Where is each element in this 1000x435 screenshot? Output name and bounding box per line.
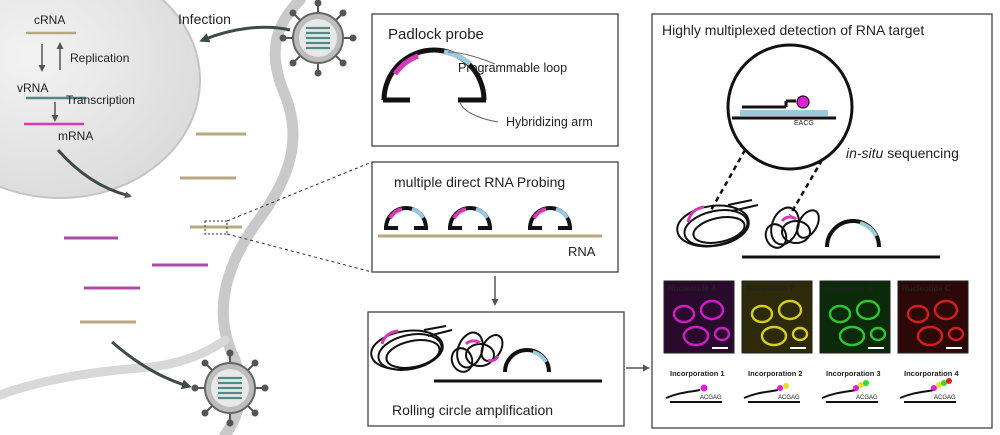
infection-label: Infection — [178, 11, 231, 27]
nucleotide-label: Nucleotide A — [668, 284, 717, 293]
zoom-region — [204, 220, 228, 235]
virus-icon — [191, 349, 269, 427]
rca-magenta-segment — [380, 329, 399, 345]
arm-pointer — [459, 101, 499, 123]
insitu-label: in-situ sequencing — [846, 145, 959, 161]
virus-bottom — [111, 340, 269, 427]
panel-frame — [371, 13, 619, 147]
infection-arrow — [199, 25, 291, 43]
cell-membrane-inner — [0, 335, 230, 400]
zoom-sequence: EACG — [794, 120, 814, 127]
probing-title: multiple direct RNA Probing — [394, 174, 565, 190]
probe — [448, 206, 492, 230]
crna-label: cRNA — [34, 13, 65, 27]
replication-scheme: cRNA Replication vRNA Transcription mRNA — [17, 13, 135, 143]
incorporation-code: ACGAG — [856, 395, 878, 401]
nucleus — [0, 0, 201, 199]
cytoplasm-rna — [64, 132, 246, 324]
zoom-line-bottom — [226, 233, 373, 273]
zoom-circle: EACG — [726, 43, 854, 171]
padlock-magenta — [392, 53, 419, 76]
nucleotide-panel: Nucleotide C — [897, 280, 969, 354]
probe — [384, 206, 428, 230]
replication-label: Replication — [70, 51, 129, 65]
programmable-loop-label: Programmable loop — [458, 61, 567, 75]
zoom-line-top — [226, 161, 373, 222]
padlock-blue — [443, 49, 472, 66]
probe — [528, 206, 572, 230]
transcription-label: Transcription — [66, 93, 135, 107]
multiplex-title: Highly multiplexed detection of RNA targ… — [662, 22, 924, 38]
incorporation-label: Incorporation 3 — [826, 369, 881, 378]
rca-panel: Rolling circle amplification — [367, 311, 625, 427]
hybridizing-arm-label: Hybridizing arm — [506, 115, 593, 129]
incorporation-code: ACGAG — [778, 395, 800, 401]
rca-product — [370, 325, 504, 373]
nucleotide-panel: Nucleotide A — [663, 280, 735, 354]
multiplex-magenta-segment — [686, 205, 705, 223]
padlock-title: Padlock probe — [388, 26, 484, 43]
multiplex-rca-product — [676, 199, 820, 249]
rca-probe-blue — [532, 350, 548, 364]
export-arrow — [56, 149, 132, 199]
padlock-panel: Padlock probe Programmable loop Hybridiz… — [371, 13, 619, 147]
multiplex-panel: Highly multiplexed detection of RNA targ… — [651, 13, 993, 429]
vrna-label: vRNA — [17, 81, 48, 95]
zoom-dash-left — [708, 149, 747, 213]
rna-label: RNA — [568, 244, 596, 259]
multiplex-probe-arc — [825, 219, 881, 248]
incorporation-label: Incorporation 4 — [904, 369, 959, 378]
nucleotide-panel: Nucleotide T — [741, 280, 813, 354]
incorporation: Incorporation 2 ACGAG — [743, 369, 803, 403]
incorporation: Incorporation 1 ACGAG — [665, 369, 725, 403]
virus-icon — [279, 0, 357, 77]
loop-pointer — [447, 51, 496, 65]
nucleotide-panels: Nucleotide A Nucleotide T Nucleotide G — [663, 280, 969, 354]
probing-panel: multiple direct RNA Probing RNA — [371, 161, 619, 273]
incorporation-code: ACGAG — [934, 395, 956, 401]
rca-magenta-segment — [487, 355, 500, 363]
incorporation-label: Incorporation 2 — [748, 369, 803, 378]
rca-probe-arc — [503, 348, 551, 373]
nucleotide-label: Nucleotide T — [746, 284, 794, 293]
mrna-label: mRNA — [58, 129, 93, 143]
multiplex-probe-blue — [859, 221, 878, 238]
multiplex-magenta-segment — [780, 215, 797, 223]
padlock-arc — [381, 47, 487, 101]
incorporation: Incorporation 4 ACGAG — [899, 369, 959, 403]
nucleotide-label: Nucleotide C — [902, 284, 951, 293]
zoom-dash-right — [788, 159, 824, 216]
incorporation-code: ACGAG — [700, 395, 722, 401]
nucleotide-panel: Nucleotide G — [819, 280, 891, 354]
incorporation-label: Incorporation 1 — [670, 369, 725, 378]
incorporations: Incorporation 1 ACGAG Incorporation 2 AC… — [665, 369, 959, 403]
panel-frame — [371, 161, 619, 273]
nucleotide-label: Nucleotide G — [824, 284, 873, 293]
release-arrow — [111, 340, 192, 390]
rca-title: Rolling circle amplification — [392, 402, 553, 418]
virus-top: Infection — [178, 0, 357, 77]
rca-magenta-segment — [464, 339, 481, 346]
incorporation: Incorporation 3 ACGAG — [821, 369, 881, 403]
